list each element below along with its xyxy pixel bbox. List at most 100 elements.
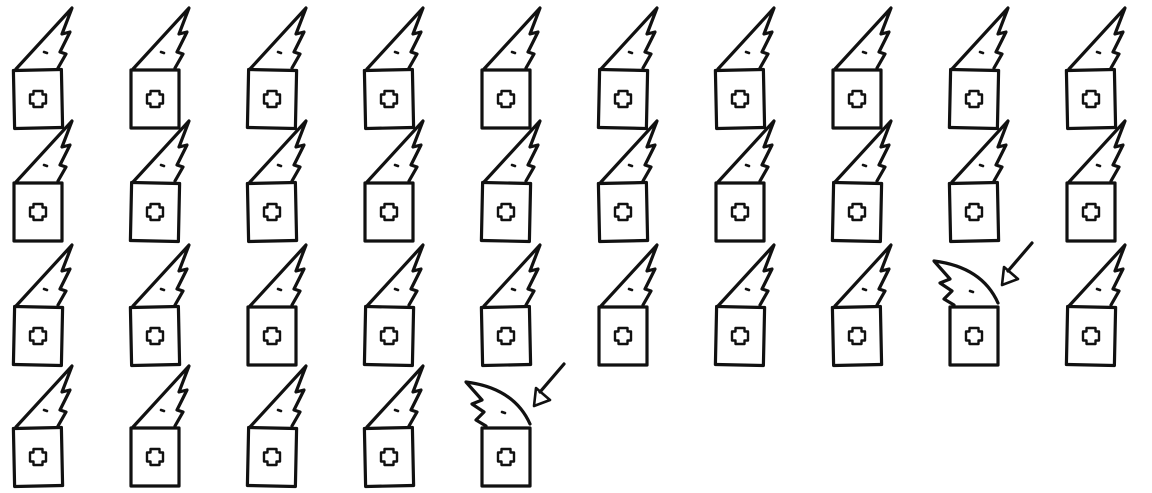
hood bbox=[599, 243, 659, 308]
hooded-box-figure-icon bbox=[713, 6, 776, 131]
hood bbox=[365, 119, 425, 184]
box-body bbox=[947, 180, 1001, 244]
cross-icon bbox=[730, 202, 750, 222]
box-body bbox=[480, 68, 532, 130]
box-body bbox=[1064, 304, 1118, 368]
cross-icon bbox=[964, 89, 984, 109]
hood bbox=[14, 119, 74, 184]
eye-mark bbox=[510, 50, 517, 55]
cross-icon bbox=[496, 326, 516, 346]
hood bbox=[716, 6, 776, 71]
cross-icon bbox=[262, 326, 282, 346]
box-body bbox=[128, 304, 182, 368]
eye-mark bbox=[159, 408, 166, 413]
hooded-box-figure-icon bbox=[831, 6, 893, 130]
hood bbox=[482, 119, 542, 184]
hood bbox=[932, 259, 1000, 307]
hooded-box-figure-icon bbox=[362, 364, 425, 489]
box-body bbox=[830, 304, 884, 368]
hood bbox=[833, 243, 893, 308]
box-body bbox=[362, 425, 416, 489]
hooded-box-figure-icon bbox=[596, 119, 659, 244]
cross-icon bbox=[262, 202, 282, 222]
hood bbox=[716, 119, 776, 184]
hooded-box-figure-icon bbox=[363, 119, 425, 243]
cross-icon bbox=[730, 326, 750, 346]
eye-mark bbox=[861, 287, 868, 292]
eye-mark bbox=[1095, 163, 1102, 168]
hood bbox=[716, 243, 776, 308]
hooded-box-figure-icon bbox=[11, 243, 74, 368]
arrow-shaft bbox=[538, 362, 566, 394]
eye-mark bbox=[510, 163, 517, 168]
box-body bbox=[831, 68, 883, 130]
hooded-box-figure-icon bbox=[932, 241, 1034, 367]
box-body bbox=[11, 304, 65, 368]
eye-mark bbox=[276, 163, 283, 168]
hooded-box-figure-icon bbox=[596, 6, 659, 131]
box-body bbox=[362, 67, 416, 131]
cross-icon bbox=[1081, 202, 1101, 222]
eye-mark bbox=[42, 287, 49, 292]
cross-icon bbox=[379, 326, 399, 346]
hooded-box-figure-icon bbox=[464, 362, 566, 488]
eye-mark bbox=[627, 287, 634, 292]
cross-icon bbox=[847, 326, 867, 346]
hooded-box-figure-icon bbox=[245, 6, 308, 131]
hood bbox=[248, 243, 308, 308]
eye-mark bbox=[510, 287, 517, 292]
cross-icon bbox=[145, 202, 165, 222]
hooded-box-figure-icon bbox=[830, 119, 893, 244]
box-body bbox=[245, 180, 299, 244]
arrow-head bbox=[532, 386, 552, 408]
cross-icon bbox=[964, 326, 984, 346]
cross-icon bbox=[145, 447, 165, 467]
hood bbox=[131, 243, 191, 308]
arrow-marker-icon bbox=[1000, 241, 1034, 287]
hooded-box-figure-icon bbox=[245, 119, 308, 244]
box-body bbox=[363, 181, 415, 243]
box-body bbox=[12, 181, 64, 243]
eye-mark bbox=[393, 50, 400, 55]
cross-icon bbox=[379, 89, 399, 109]
hood bbox=[1067, 6, 1127, 71]
hooded-box-figure-icon bbox=[11, 6, 74, 131]
hooded-box-figure-icon bbox=[12, 119, 74, 243]
eye-mark bbox=[276, 50, 283, 55]
hooded-box-figure-icon bbox=[362, 243, 425, 368]
box-body bbox=[947, 67, 1001, 131]
box-body bbox=[713, 304, 767, 368]
eye-mark bbox=[393, 287, 400, 292]
eye-mark bbox=[500, 410, 507, 415]
hood bbox=[833, 6, 893, 71]
hooded-box-figure-icon bbox=[129, 364, 191, 488]
eye-mark bbox=[744, 287, 751, 292]
eye-mark bbox=[744, 163, 751, 168]
eye-mark bbox=[627, 163, 634, 168]
eye-mark bbox=[159, 287, 166, 292]
hooded-box-figure-icon bbox=[1064, 6, 1127, 131]
box-body bbox=[596, 180, 650, 244]
hooded-box-figure-icon bbox=[947, 119, 1010, 244]
box-body bbox=[362, 304, 416, 368]
hooded-box-figure-icon bbox=[362, 6, 425, 131]
eye-mark bbox=[1095, 50, 1102, 55]
cross-icon bbox=[613, 326, 633, 346]
box-body bbox=[479, 304, 533, 368]
arrow-marker-icon bbox=[532, 362, 566, 408]
hooded-box-figure-icon bbox=[246, 243, 308, 367]
hood bbox=[248, 364, 308, 429]
hood bbox=[464, 380, 532, 428]
eye-mark bbox=[276, 287, 283, 292]
box-body bbox=[245, 67, 299, 131]
hood bbox=[131, 119, 191, 184]
hood bbox=[1067, 119, 1127, 184]
cross-icon bbox=[28, 326, 48, 346]
cross-icon bbox=[28, 447, 48, 467]
eye-mark bbox=[159, 163, 166, 168]
eye-mark bbox=[627, 50, 634, 55]
eye-mark bbox=[978, 163, 985, 168]
box-body bbox=[597, 305, 649, 367]
eye-mark bbox=[276, 408, 283, 413]
